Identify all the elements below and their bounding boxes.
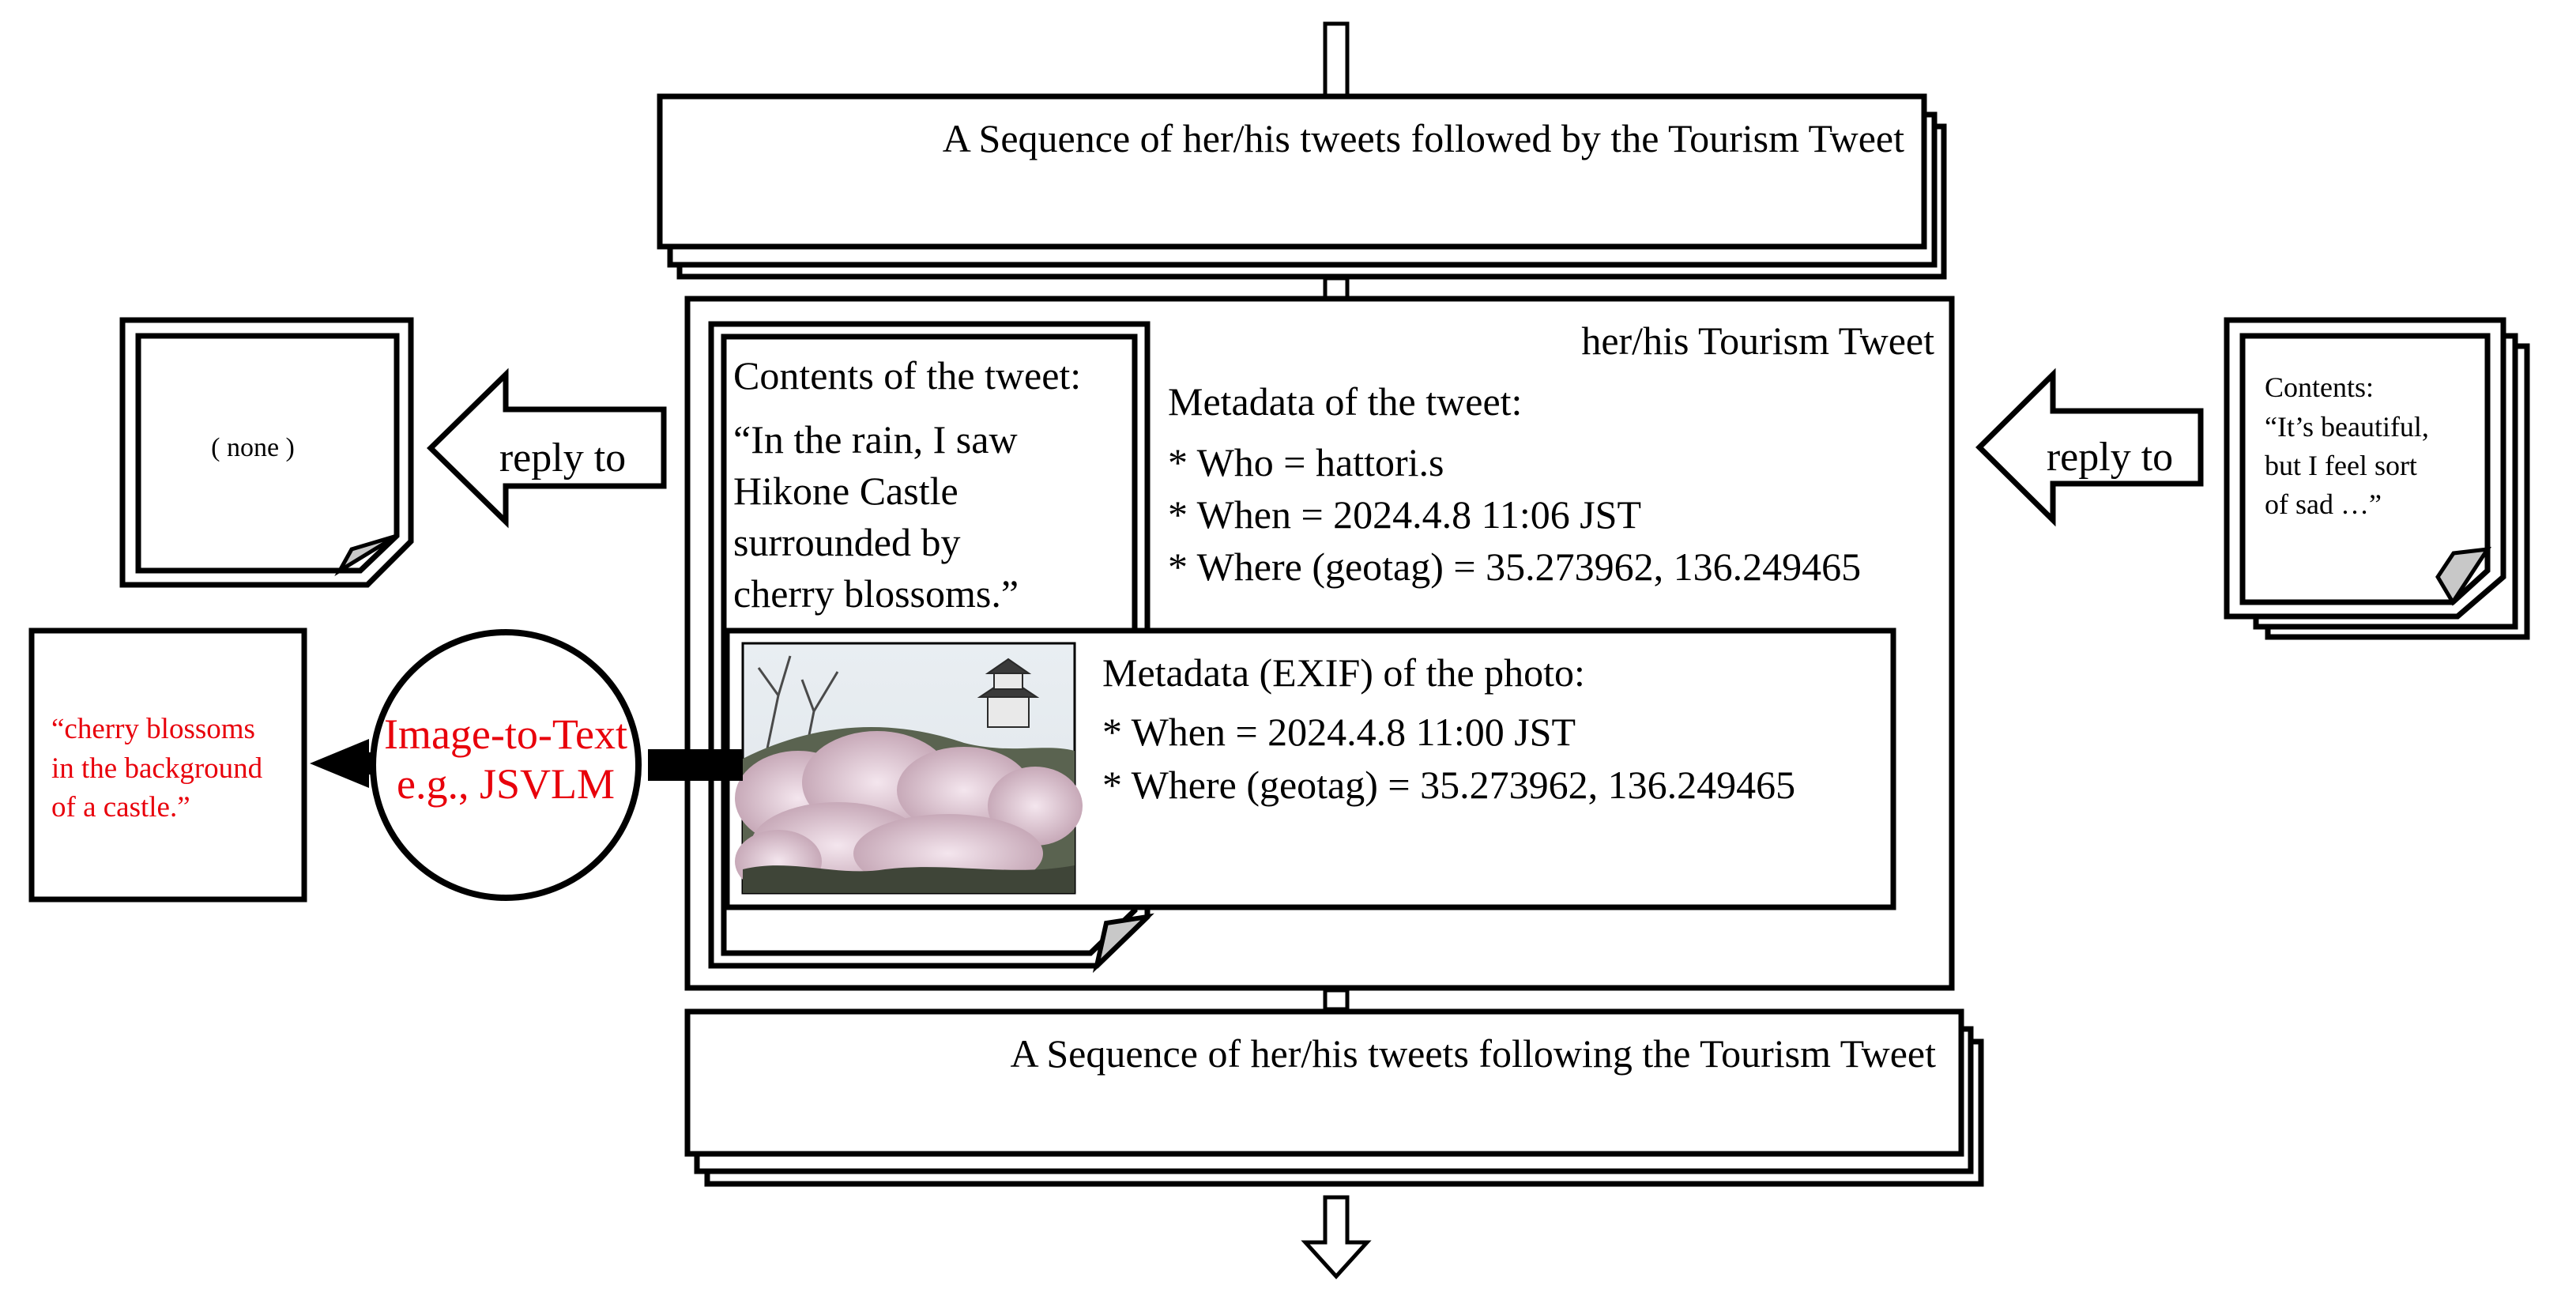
svg-text:Hikone Castle: Hikone Castle bbox=[733, 469, 958, 513]
photo-metadata: Metadata (EXIF) of the photo: * When = 2… bbox=[1102, 650, 1795, 807]
reply-right-arrow bbox=[1975, 367, 2204, 527]
reply-right-note-text: Contents: “It’s beautiful, but I feel so… bbox=[2265, 371, 2429, 520]
image-to-text-label: Image-to-Text e.g., JSVLM bbox=[384, 710, 627, 808]
generated-caption-text: “cherry blossoms in the background of a … bbox=[51, 713, 263, 823]
connector-bottom bbox=[1323, 988, 1350, 1012]
reply-left-note bbox=[119, 317, 414, 588]
reply-right-arrow-label: reply to bbox=[2047, 435, 2173, 480]
tweet-metadata: Metadata of the tweet: * Who = hattori.s… bbox=[1168, 379, 1861, 589]
generated-caption-box bbox=[28, 628, 307, 903]
reply-left-arrow bbox=[426, 367, 667, 529]
sequence-after-stack bbox=[684, 1008, 1984, 1187]
reply-left-note-text: ( none ) bbox=[211, 433, 295, 462]
sequence-before-label: A Sequence of her/his tweets followed by… bbox=[943, 116, 1904, 160]
model-to-output-arrow bbox=[310, 739, 375, 788]
svg-text:* Who = hattori.s: * Who = hattori.s bbox=[1168, 440, 1444, 484]
tweet-contents-text: “In the rain, I saw Hikone Castle surrou… bbox=[733, 417, 1019, 616]
tourism-tweet-label: her/his Tourism Tweet bbox=[1581, 318, 1934, 363]
sequence-after-label: A Sequence of her/his tweets following t… bbox=[1011, 1031, 1937, 1076]
svg-text:in the background: in the background bbox=[51, 752, 263, 785]
svg-text:of a castle.”: of a castle.” bbox=[51, 791, 190, 823]
svg-text:* Where (geotag) = 35.273962,: * Where (geotag) = 35.273962, 136.249465 bbox=[1168, 545, 1861, 589]
svg-text:“It’s beautiful,: “It’s beautiful, bbox=[2265, 411, 2429, 443]
svg-text:but I feel sort: but I feel sort bbox=[2265, 450, 2417, 481]
svg-text:e.g., JSVLM: e.g., JSVLM bbox=[397, 760, 615, 808]
svg-text:“cherry blossoms: “cherry blossoms bbox=[51, 713, 255, 745]
svg-text:surrounded by: surrounded by bbox=[733, 520, 960, 564]
photo-metadata-heading: Metadata (EXIF) of the photo: bbox=[1102, 650, 1585, 695]
svg-text:* When = 2024.4.8 11:00 JST: * When = 2024.4.8 11:00 JST bbox=[1102, 710, 1576, 754]
reply-right-note-stack bbox=[2224, 317, 2530, 640]
svg-text:* When = 2024.4.8 11:06 JST: * When = 2024.4.8 11:06 JST bbox=[1168, 492, 1641, 537]
svg-text:“In the rain, I saw: “In the rain, I saw bbox=[733, 417, 1018, 462]
photo-to-model-arrow bbox=[648, 749, 743, 781]
svg-text:Contents:: Contents: bbox=[2265, 371, 2374, 403]
top-down-arrow bbox=[1323, 21, 1350, 101]
reply-left-arrow-label: reply to bbox=[499, 435, 626, 481]
sequence-before-stack bbox=[657, 93, 1947, 280]
connector-top bbox=[1323, 276, 1350, 300]
bottom-down-arrow bbox=[1301, 1195, 1372, 1280]
svg-text:of sad …”: of sad …” bbox=[2265, 488, 2382, 520]
svg-text:Image-to-Text: Image-to-Text bbox=[384, 710, 627, 758]
castle-photo bbox=[735, 642, 1083, 895]
svg-text:* Where (geotag) = 35.273962,: * Where (geotag) = 35.273962, 136.249465 bbox=[1102, 763, 1795, 807]
svg-text:cherry blossoms.”: cherry blossoms.” bbox=[733, 571, 1019, 616]
tweet-contents-heading: Contents of the tweet: bbox=[733, 353, 1081, 398]
tweet-metadata-heading: Metadata of the tweet: bbox=[1168, 379, 1522, 424]
